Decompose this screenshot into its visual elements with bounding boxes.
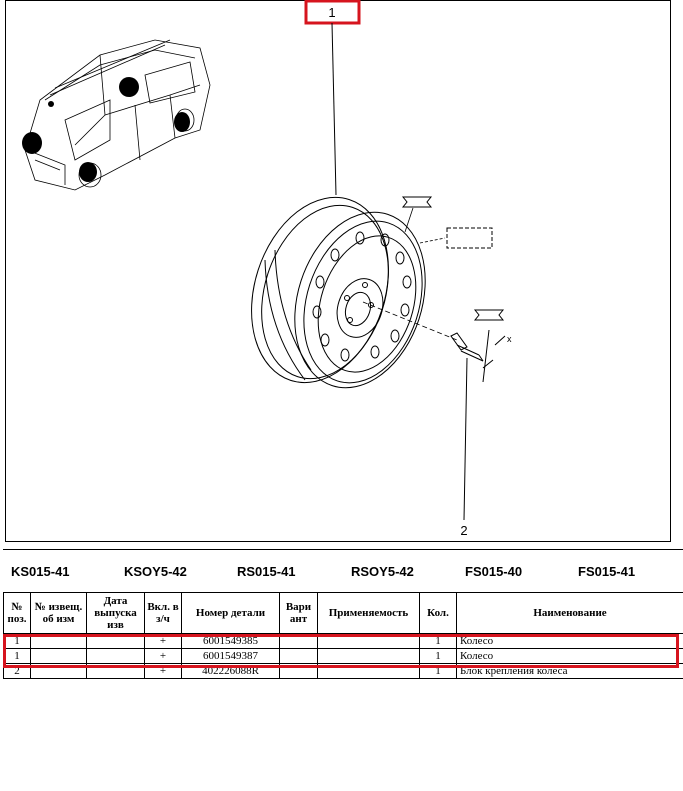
table-row[interactable]: 1 + 6001549385 1 Колесо — [3, 633, 683, 649]
header-date: Дата выпуска изв — [86, 592, 145, 634]
cell-notice — [30, 663, 87, 679]
header-notice: № извещ. об изм — [30, 592, 87, 634]
header-usage: Применяемость — [317, 592, 420, 634]
cell-name: Колесо — [456, 648, 683, 664]
model-code: RS015-41 — [237, 564, 296, 579]
cell-date — [86, 648, 145, 664]
model-code: KSOY5-42 — [124, 564, 187, 579]
header-part-number: Номер детали — [181, 592, 280, 634]
table-row[interactable]: 1 + 6001549387 1 Колесо — [3, 648, 683, 664]
callout-2-label: 2 — [460, 523, 467, 538]
header-variant: Вари ант — [279, 592, 318, 634]
table-row[interactable]: 2 + 402226088R 1 Блок крепления колеса — [3, 663, 683, 679]
cell-included: + — [144, 648, 182, 664]
model-code: FS015-41 — [578, 564, 636, 579]
header-quantity: Кол. — [419, 592, 457, 634]
exploded-parts-diagram: 1 — [5, 0, 671, 542]
cell-part-number[interactable]: 6001549387 — [181, 648, 280, 664]
model-code: RSOY5-42 — [351, 564, 414, 579]
cell-name: Блок крепления колеса — [456, 663, 683, 679]
header-included: Вкл. в з/ч — [144, 592, 182, 634]
wheel-bolt-illustration: x — [450, 329, 512, 383]
svg-text:x: x — [507, 334, 512, 344]
cell-included: + — [144, 663, 182, 679]
callout-1-label: 1 — [328, 5, 335, 20]
cell-quantity: 1 — [419, 663, 457, 679]
cell-pos: 1 — [3, 648, 31, 664]
cell-variant — [279, 663, 318, 679]
cell-part-number[interactable]: 402226088R — [181, 663, 280, 679]
cell-usage — [317, 663, 420, 679]
cell-usage — [317, 648, 420, 664]
cell-variant — [279, 633, 318, 649]
wheel-position-markers — [22, 77, 190, 182]
reference-tags — [401, 196, 505, 321]
cell-quantity: 1 — [419, 648, 457, 664]
cell-date — [86, 633, 145, 649]
model-code: FS015-40 — [465, 564, 523, 579]
cell-notice — [30, 633, 87, 649]
leader-lines — [362, 207, 458, 341]
header-name: Наименование — [456, 592, 683, 634]
cell-part-number[interactable]: 6001549385 — [181, 633, 280, 649]
cell-notice — [30, 648, 87, 664]
cell-pos: 2 — [3, 663, 31, 679]
cell-included: + — [144, 633, 182, 649]
cell-variant — [279, 648, 318, 664]
cell-quantity: 1 — [419, 633, 457, 649]
model-codes-bar: KS015-41 KSOY5-42 RS015-41 RSOY5-42 FS01… — [3, 549, 683, 592]
cell-name: Колесо — [456, 633, 683, 649]
header-pos: № поз. — [3, 592, 31, 634]
table-header-row: № поз. № извещ. об изм Дата выпуска изв … — [3, 592, 683, 634]
cell-date — [86, 663, 145, 679]
cell-usage — [317, 633, 420, 649]
model-code: KS015-41 — [11, 564, 70, 579]
cell-pos: 1 — [3, 633, 31, 649]
wheel-rim-illustration — [251, 196, 426, 389]
parts-table: № поз. № извещ. об изм Дата выпуска изв … — [3, 592, 683, 679]
